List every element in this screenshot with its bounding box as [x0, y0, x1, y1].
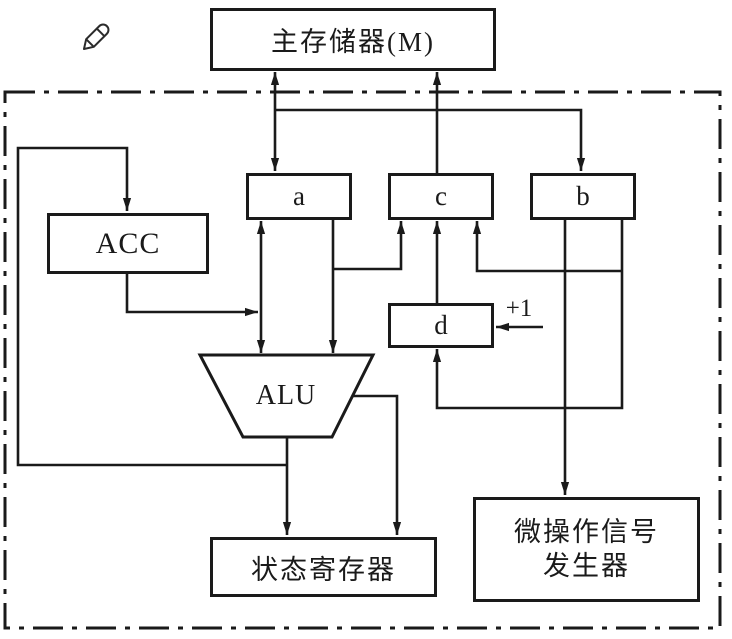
plus-one-label: +1: [505, 295, 533, 322]
micro-op-generator-label-line1: 微操作信号: [514, 516, 659, 547]
status-register-box: 状态寄存器: [210, 537, 437, 597]
register-c-box: c: [388, 173, 494, 220]
edge-acc-to-alu-bus: [125, 273, 258, 317]
register-b-box: b: [530, 173, 636, 220]
acc-label: ACC: [95, 226, 161, 260]
edge-alu-feedback-to-acc: [16, 146, 287, 467]
status-register-label: 状态寄存器: [251, 554, 396, 585]
alu-shape: [197, 353, 376, 439]
edge-a-to-c: [333, 221, 406, 271]
register-d-box: d: [388, 303, 494, 348]
acc-box: ACC: [47, 213, 209, 274]
micro-op-generator-label-line2: 发生器: [543, 550, 630, 581]
pencil-icon[interactable]: [66, 10, 124, 62]
main-memory-label: 主存储器(M): [271, 27, 435, 57]
register-a-label: a: [293, 181, 305, 211]
edge-b-to-c: [472, 221, 622, 273]
register-d-label: d: [434, 310, 448, 340]
register-a-box: a: [246, 173, 352, 220]
edge-alu-right-to-status: [353, 394, 402, 535]
edge-b-to-d: [432, 219, 624, 410]
main-memory-box: 主存储器(M): [210, 8, 496, 71]
edge-memory-to-b: [275, 108, 586, 171]
register-c-label: c: [435, 181, 447, 211]
cpu-boundary: [3, 90, 722, 630]
alu-label: ALU: [255, 380, 317, 411]
register-b-label: b: [576, 181, 590, 211]
micro-op-generator-box: 微操作信号 发生器: [473, 497, 700, 602]
